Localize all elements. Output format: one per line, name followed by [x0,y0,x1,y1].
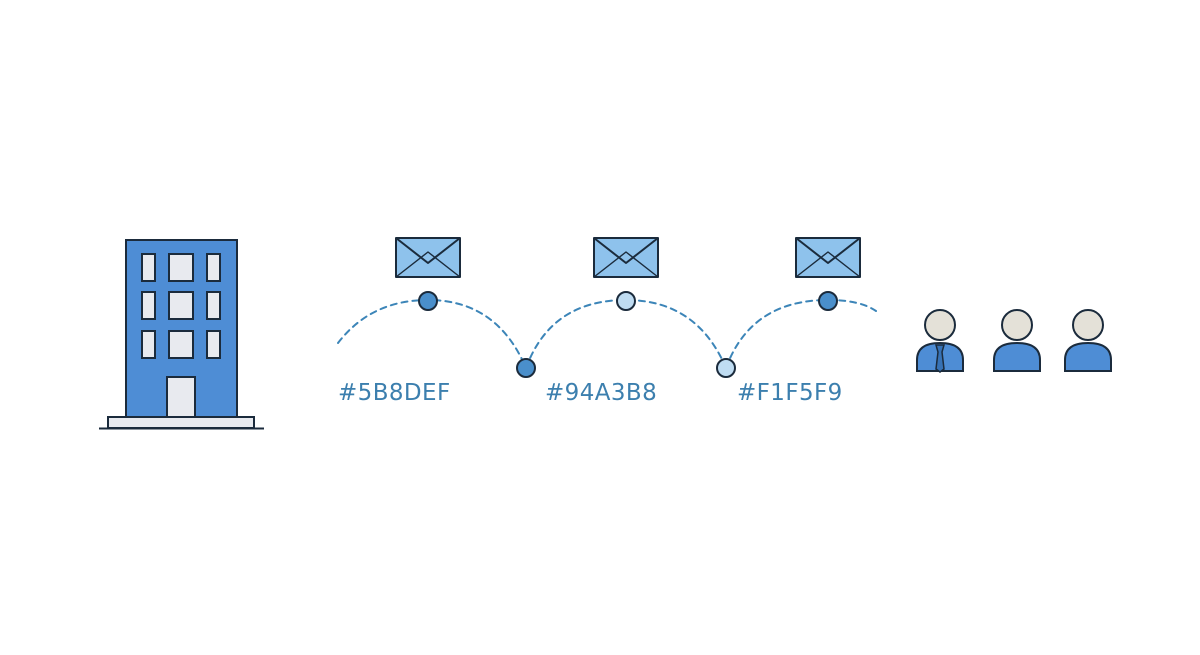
office-building-icon [99,239,264,430]
color-label-1: #5B8DEF [338,380,451,406]
delivery-path [337,298,877,369]
path-node [616,291,636,311]
user-icon [1064,309,1112,372]
envelope-icon [593,237,659,278]
user-group-icon [916,309,1112,373]
path-node [418,291,438,311]
envelope-icon [795,237,861,278]
path-node [716,358,736,378]
color-label-2: #94A3B8 [545,380,658,406]
user-icon [993,309,1041,372]
color-label-3: #F1F5F9 [737,380,843,406]
path-node [516,358,536,378]
user-icon-with-tie [916,309,964,373]
path-node [818,291,838,311]
envelope-icon [395,237,461,278]
